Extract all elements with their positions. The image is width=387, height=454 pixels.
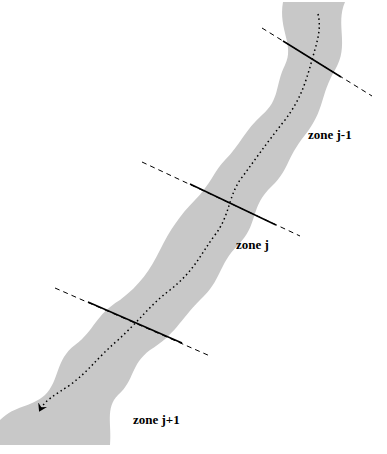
zone-label: zone j+1 xyxy=(133,413,180,427)
channel-band xyxy=(0,2,345,445)
zone-label: zone j-1 xyxy=(308,128,352,142)
boundary-extension xyxy=(55,28,372,356)
zone-boundary xyxy=(88,41,341,343)
zone-label: zone j xyxy=(236,238,269,252)
flow-path xyxy=(40,14,319,410)
